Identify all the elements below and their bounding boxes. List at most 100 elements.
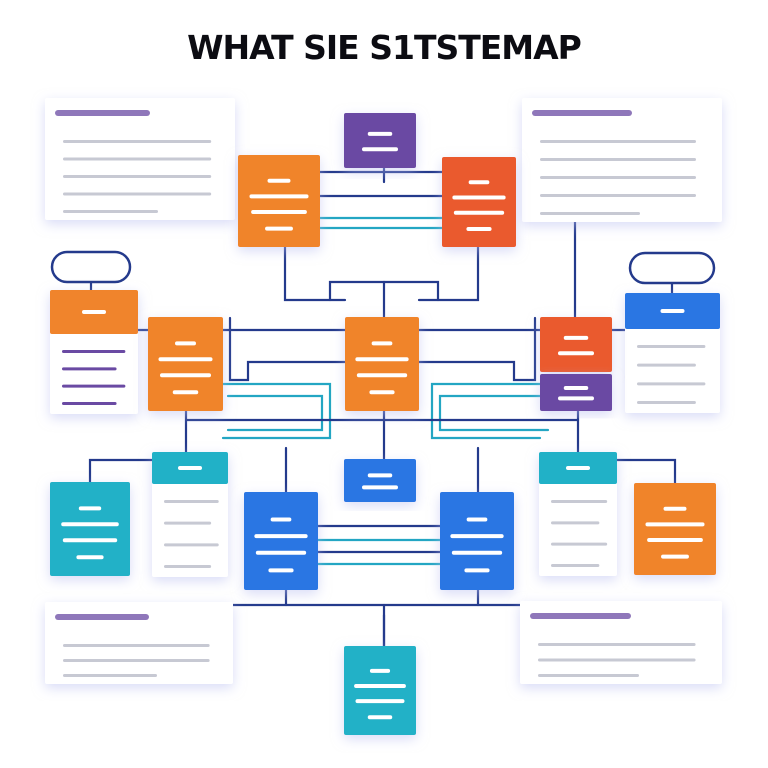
root-node-text-line-2: [362, 147, 398, 152]
header-panel-top-left-text-line-4: [63, 192, 212, 196]
blue-card-right: [625, 293, 720, 413]
orange-card-right: [634, 483, 716, 575]
orange-node-left-text-line-4: [172, 390, 199, 395]
blue-node-left-text-line-1: [270, 517, 292, 522]
teal-node-left: [50, 482, 130, 576]
pill-right-outline: [628, 251, 716, 285]
teal-node-bottom-text-line-2: [354, 684, 406, 689]
diagram-nodes: [45, 98, 722, 735]
orange-node-center-text-line-3: [356, 373, 408, 378]
header-panel-top-left-text-line-3: [63, 175, 212, 178]
red-node-top-box: [442, 157, 516, 247]
teal-card-right-text-line-2: [551, 521, 600, 525]
footer-panel-right: [520, 601, 722, 684]
blue-node-right: [440, 492, 514, 590]
orange-node-center: [345, 317, 419, 411]
teal-card-left-text-line-1: [164, 500, 219, 503]
blue-card-right-text-line-2: [637, 363, 696, 367]
connector-6: [283, 245, 347, 302]
teal-node-bottom-box: [344, 646, 416, 735]
orange-card-left-text-line-1: [62, 350, 126, 353]
pill-left-outline: [50, 250, 132, 284]
orange-node-left-text-line-1: [175, 341, 196, 346]
connector-20: [221, 382, 332, 440]
red-node-right-box: [540, 317, 612, 372]
header-panel-top-left-text-line-2: [63, 157, 212, 161]
header-panel-top-left-heading-bar: [55, 110, 150, 116]
orange-card-right-box: [634, 483, 716, 575]
blue-node-center-text-line-1: [367, 473, 393, 478]
connector-23: [438, 394, 550, 432]
connector-10: [382, 280, 440, 302]
connector-28: [88, 458, 154, 484]
orange-node-left: [148, 317, 223, 411]
header-panel-top-right-heading-bar: [532, 110, 632, 116]
footer-panel-left: [45, 602, 233, 684]
orange-node-center-text-line-4: [369, 390, 395, 395]
purple-node-right-box: [540, 374, 612, 411]
footer-panel-right-text-line-1: [538, 643, 696, 646]
purple-node-right: [540, 374, 612, 411]
orange-node-center-text-line-2: [355, 357, 409, 362]
orange-card-left-header-text-line: [82, 310, 106, 314]
teal-node-left-text-line-3: [62, 538, 118, 543]
purple-node-right-text-line-1: [563, 386, 589, 391]
footer-panel-left-text-line-2: [63, 659, 210, 662]
blue-node-center-text-line-2: [362, 485, 398, 490]
header-panel-top-left-text-line-1: [63, 140, 212, 143]
blue-node-right-text-line-2: [450, 534, 504, 539]
orange-card-right-text-line-1: [663, 506, 687, 511]
teal-node-left-text-line-2: [61, 522, 119, 527]
orange-node-top-box: [238, 155, 320, 247]
blue-node-right-text-line-4: [464, 568, 490, 573]
teal-card-right-text-line-4: [551, 564, 600, 567]
teal-card-right: [539, 452, 617, 576]
header-panel-top-right-text-line-5: [540, 212, 640, 215]
header-panel-top-right-text-line-1: [540, 140, 696, 143]
red-node-right-text-line-2: [558, 351, 594, 356]
footer-panel-left-text-line-1: [63, 644, 210, 647]
header-panel-top-right-text-line-4: [540, 194, 696, 197]
teal-card-left-text-line-3: [164, 543, 219, 547]
teal-node-bottom: [344, 646, 416, 735]
connector-13: [228, 316, 347, 382]
footer-panel-right-text-line-2: [538, 658, 696, 662]
orange-node-center-box: [345, 317, 419, 411]
connector-7: [417, 245, 480, 302]
orange-node-left-text-line-3: [160, 373, 211, 378]
root-node-box: [344, 113, 416, 168]
teal-node-bottom-text-line-4: [367, 715, 393, 720]
teal-card-right-text-line-3: [551, 542, 608, 546]
footer-panel-left-card: [45, 602, 233, 684]
footer-panel-right-text-line-3: [538, 674, 639, 677]
orange-node-center-text-line-1: [371, 341, 393, 346]
teal-node-bottom-text-line-3: [355, 699, 405, 704]
blue-card-right-header-text-line: [660, 309, 685, 313]
orange-card-right-text-line-2: [645, 522, 705, 527]
teal-card-right-header-text-line: [566, 466, 590, 470]
teal-card-right-text-line-1: [551, 500, 608, 503]
red-node-top-text-line-4: [466, 227, 492, 231]
teal-node-left-text-line-1: [78, 506, 102, 511]
root-node-text-line-1: [367, 131, 393, 136]
orange-card-right-text-line-4: [661, 554, 689, 559]
teal-node-bottom-text-line-1: [369, 668, 391, 673]
root-node: [344, 113, 416, 168]
blue-node-left-box: [244, 492, 318, 590]
blue-node-right-text-line-1: [466, 517, 488, 522]
footer-panel-right-heading-bar: [530, 613, 631, 619]
blue-node-left: [244, 492, 318, 590]
footer-panel-left-heading-bar: [55, 614, 149, 620]
orange-node-top-text-line-4: [265, 226, 293, 231]
red-node-right-text-line-1: [563, 335, 589, 340]
orange-node-top-text-line-1: [267, 178, 291, 183]
red-node-top-text-line-2: [452, 195, 506, 200]
header-panel-top-left-text-line-5: [63, 210, 158, 213]
connector-29: [615, 458, 677, 485]
blue-node-left-text-line-3: [255, 550, 307, 555]
teal-node-left-text-line-4: [76, 555, 104, 560]
blue-node-center-box: [344, 459, 416, 502]
footer-panel-left-text-line-3: [63, 674, 157, 677]
pill-right: [628, 251, 716, 285]
